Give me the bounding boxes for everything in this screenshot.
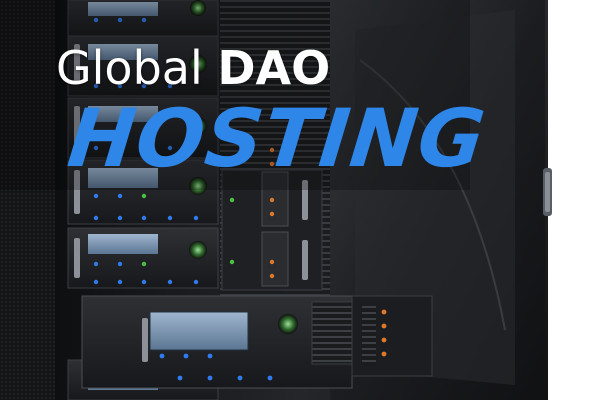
headline-line-1: Global DAO	[56, 40, 330, 96]
headline-dao: DAO	[217, 41, 331, 95]
headline-global: Global	[56, 41, 203, 95]
headline-hosting: HOSTING	[63, 92, 490, 185]
status-leds	[93, 17, 387, 381]
headline: Global DAO HOSTING	[0, 0, 600, 200]
featured-server-unit	[81, 295, 433, 389]
